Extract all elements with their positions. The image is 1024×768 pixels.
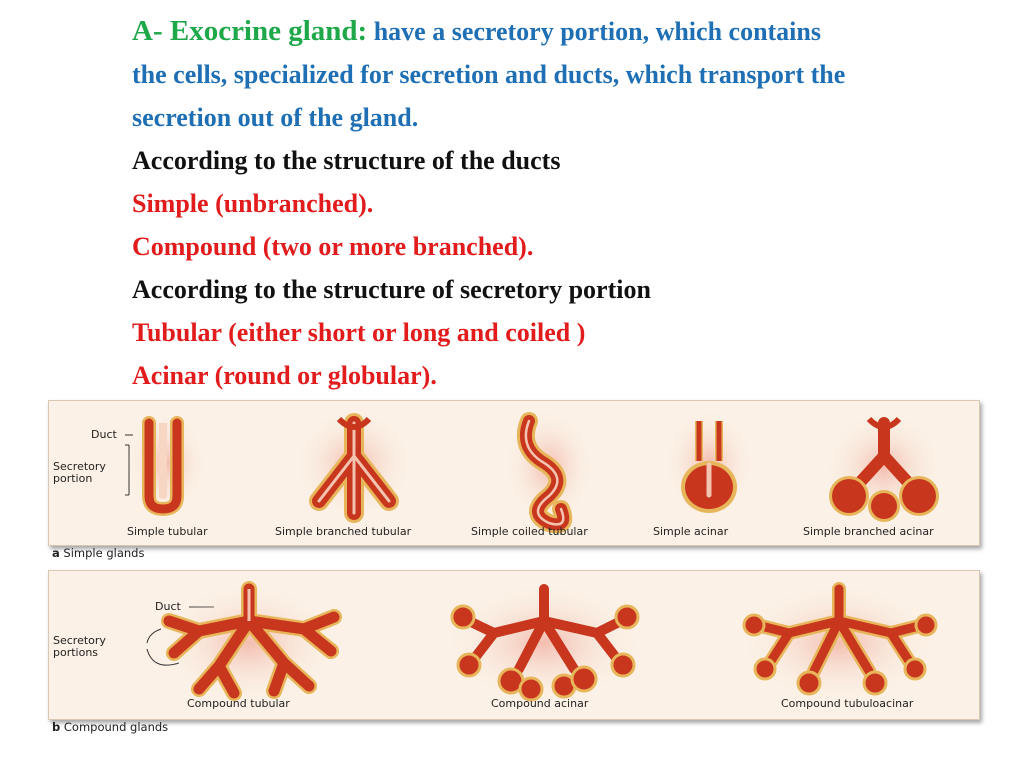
compound-glands-caption: b Compound glands [52,720,168,734]
definition-line-1: A- Exocrine gland: have a secretory port… [132,10,1012,53]
caption-simple-coiled-tubular: Simple coiled tubular [471,525,588,538]
caption-simple-acinar: Simple acinar [653,525,729,538]
caption-simple-branched-tubular: Simple branched tubular [275,525,412,538]
caption-simple-branched-acinar: Simple branched acinar [803,525,934,538]
compound-glands-figure: Duct Secretory portions Compound tubular… [48,570,980,720]
simple-acinar-illustration [664,408,754,518]
definition-line-3: secretion out of the gland. [132,103,419,132]
simple-caption-text: Simple glands [59,546,145,560]
secretory-portions-label: Secretory portions [53,634,106,659]
simple-caption-letter: a [52,546,60,560]
simple-branched-tubular-illustration [294,408,414,523]
compound-caption-text: Compound glands [60,720,169,734]
caption-compound-tubular: Compound tubular [187,697,290,710]
compound-acinar-illustration [444,583,644,703]
portion-type-acinar: Acinar (round or globular). [132,361,437,390]
duct-type-compound: Compound (two or more branched). [132,232,534,261]
caption-simple-tubular: Simple tubular [127,525,208,538]
simple-tubular-illustration [127,413,207,517]
definition-text: have a secretory portion, which contains [367,17,821,46]
definition-line-2: the cells, specialized for secretion and… [132,60,846,89]
compound-tubuloacinar-illustration [739,582,939,703]
compound-glands-drawing [146,581,939,703]
secretory-portion-label: Secretory portion [53,460,106,485]
portion-type-tubular: Tubular (either short or long and coiled… [132,318,586,347]
exocrine-title: A- Exocrine gland: [132,15,368,47]
simple-glands-drawing [125,408,944,534]
compound-caption-letter: b [52,720,61,734]
simple-branched-acinar-illustration [824,412,944,522]
caption-compound-acinar: Compound acinar [491,697,589,710]
duct-label: Duct [91,428,117,441]
caption-compound-tubuloacinar: Compound tubuloacinar [781,697,914,710]
compound-tubular-illustration [159,581,342,703]
simple-glands-figure: Duct Secretory portion Simple tubular Si… [48,400,980,546]
duct-criterion: According to the structure of the ducts [132,146,561,175]
duct-type-simple: Simple (unbranched). [132,189,374,218]
text-block: A- Exocrine gland: have a secretory port… [132,10,1012,397]
duct-label-compound: Duct [155,600,181,613]
simple-coiled-tubular-illustration [504,409,594,534]
simple-glands-caption: a Simple glands [52,546,144,560]
portion-criterion: According to the structure of secretory … [132,275,651,304]
